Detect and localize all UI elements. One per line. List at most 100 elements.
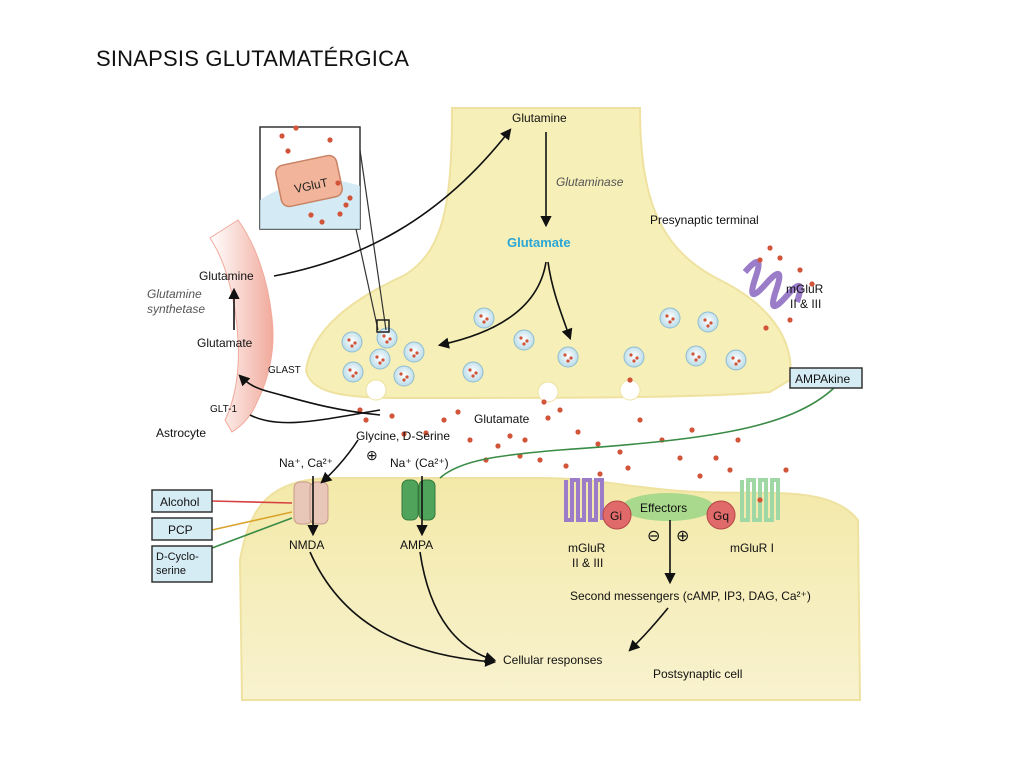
vesicle-glutamate [522,342,526,346]
glutamine-synthetase-label-2: synthetase [147,302,205,316]
glutamate-dot [335,180,341,186]
ampa-label: AMPA [400,538,433,552]
vesicle-glutamate [706,324,710,328]
vesicle [462,361,484,383]
glutamate-dot [787,317,793,323]
glutamate-dot [809,281,815,287]
gq-protein [706,500,736,530]
vesicle [659,307,681,329]
glutamate-dot [727,467,733,473]
glutamate-dot [767,245,773,251]
glutamine-top-label: Glutamine [512,111,567,125]
glutamate-dot [541,399,547,405]
vesicle-glutamate [668,320,672,324]
glutamate-dot [597,471,603,477]
vesicle-glutamate [353,341,357,345]
vesicle-glutamate [734,362,738,366]
na-ca-ampa-label: Na⁺ (Ca²⁺) [390,456,449,470]
d-cycloserine-label: D-Cyclo-serine [156,551,199,577]
glast-label: GLAST [268,365,301,376]
vesicle-glutamate [737,359,741,363]
vesicle-glutamate [351,374,355,378]
vesicle-glutamate [381,358,385,362]
vesicle [473,307,495,329]
vesicle-glutamate [665,314,669,318]
vglut-transporter [275,154,343,208]
vesicle [557,346,579,368]
glutamate-dot [467,437,473,443]
astrocyte-label: Astrocyte [156,426,206,440]
postsynaptic-cell-label: Postsynaptic cell [653,667,742,681]
vesicle [623,346,645,368]
glutamate-dot [763,325,769,331]
ampakine-line [439,386,836,479]
ampakine-box: AMPAkine [789,367,863,389]
plus-symbol-glycine: ⊕ [366,447,378,463]
gi-protein [602,500,632,530]
glutamine-astro-label: Glutamine [199,269,254,283]
glutamate-dot [689,427,695,433]
glutamate-dot [777,255,783,261]
vesicle-glutamate [671,317,675,321]
glutamate-dot [357,407,363,413]
glutamate-dot [637,417,643,423]
cellular-responses-label: Cellular responses [503,653,602,667]
nmda-label: NMDA [289,538,324,552]
vesicle-glutamate [482,320,486,324]
glutamate-dot [537,457,543,463]
glutamate-astro-label: Glutamate [197,336,253,350]
glutamate-dot [495,443,501,449]
glutamate-dot [575,429,581,435]
vesicle-glutamate [731,356,735,360]
vesicle-glutamate [471,374,475,378]
glutamate-dot [337,211,343,217]
glutamate-dot [507,433,513,439]
vesicle-glutamate [354,371,358,375]
glutamate-dot [423,430,429,436]
vesicle [513,329,535,351]
mglur-pre-label-1: mGluR [786,282,824,296]
glutamate-center-label: Glutamate [507,235,571,250]
vesicle-glutamate [405,375,409,379]
vesicle [342,361,364,383]
glutamate-dot [308,212,314,218]
postsynaptic-cell [238,477,862,701]
vesicle-glutamate [635,356,639,360]
drug-box-d-cycloserine: D-Cyclo-serine [151,545,213,583]
glutamate-cleft-label: Glutamate [474,412,530,426]
plus-symbol: ⊕ [676,528,689,545]
vesicle-glutamate [479,314,483,318]
vesicle [393,365,415,387]
vesicle-glutamate [415,351,419,355]
glutamate-dot [797,267,803,273]
vesicle-glutamate [347,338,351,342]
glutamate-dot [677,455,683,461]
vesicle-glutamate [703,318,707,322]
vesicle-glutamate [709,321,713,325]
vesicle [697,311,719,333]
glutamate-dot [347,195,353,201]
mglur-presynaptic-receptor [742,259,804,309]
release-site [619,379,641,401]
glutamate-dot [343,202,349,208]
vesicle [403,341,425,363]
glutamate-dot [595,441,601,447]
astrocyte-cell [209,219,274,433]
presynaptic-terminal-label: Presynaptic terminal [650,213,759,227]
svg-text:AMPAkine: AMPAkine [795,372,850,386]
release-site [537,381,559,403]
svg-text:PCP: PCP [168,523,193,537]
page-title: SINAPSIS GLUTAMATÉRGICA [96,46,410,71]
glutamate-dot [285,148,291,154]
svg-text:Alcohol: Alcohol [160,495,199,509]
second-messengers-label: Second messengers (cAMP, IP3, DAG, Ca²⁺) [570,589,811,603]
glutamate-dot [563,463,569,469]
na-ca-nmda-label: Na⁺, Ca²⁺ [279,456,333,470]
vesicle-glutamate [694,358,698,362]
vesicle-glutamate [375,355,379,359]
vesicle [685,345,707,367]
glutamate-dot [557,407,563,413]
vesicle-glutamate [350,344,354,348]
vesicle-glutamate [629,353,633,357]
